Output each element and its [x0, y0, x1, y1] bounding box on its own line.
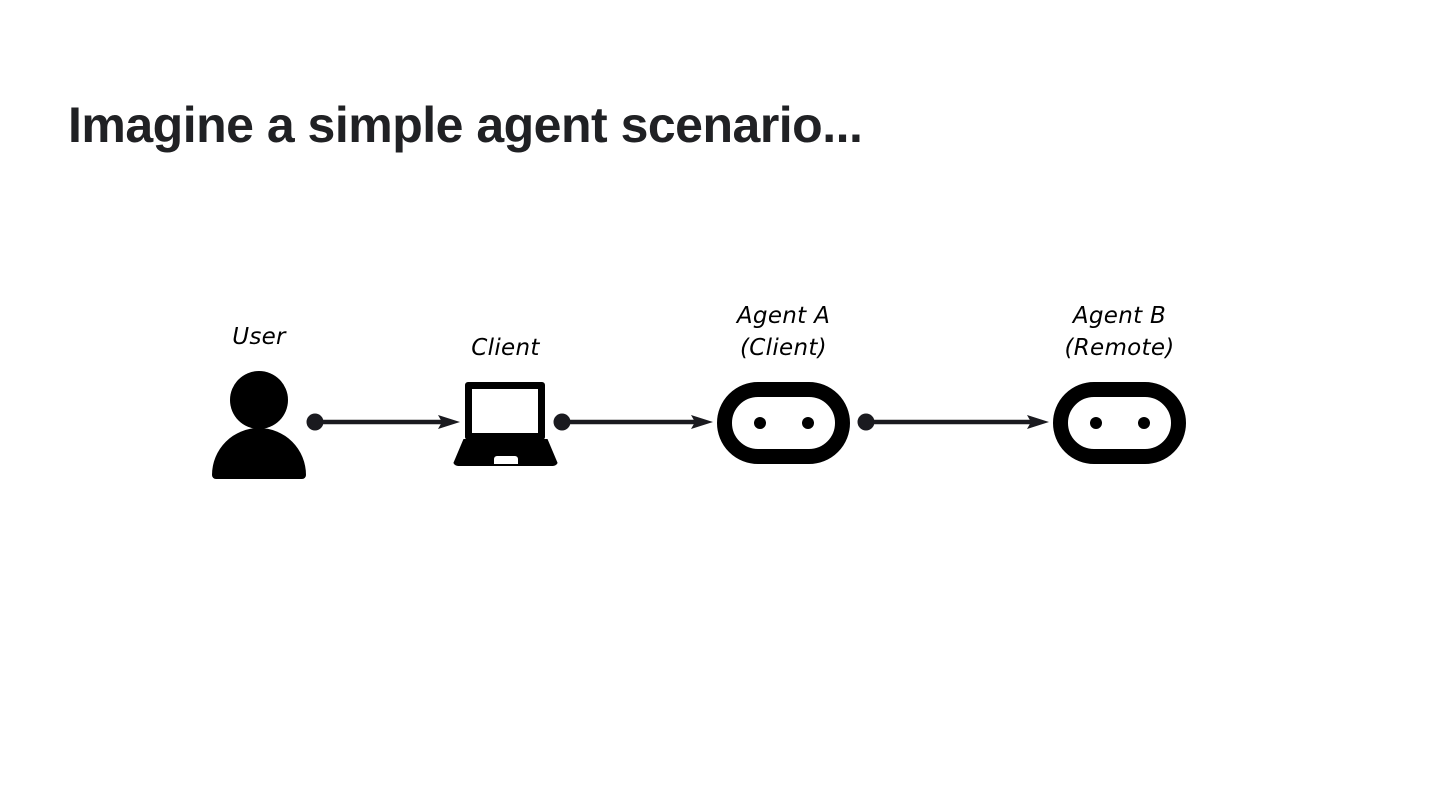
node-label-agent-b: Agent B (Remote) [1064, 300, 1174, 364]
diagram-node-client: Client [453, 335, 558, 466]
diagram-node-agent-b: Agent B (Remote) [1053, 303, 1186, 464]
robot-eye-right [801, 417, 814, 429]
laptop-screen-shape [465, 382, 545, 440]
arrow-user-to-client [306, 413, 460, 431]
robot-eye-left [753, 417, 766, 429]
robot-icon [1053, 382, 1186, 464]
node-label-client: Client [471, 332, 539, 364]
arrow-agent-a-to-agent-b [857, 413, 1049, 431]
robot-icon [717, 382, 850, 464]
laptop-trackpad-shape [493, 456, 518, 464]
node-label-agent-a-line1: Agent A [736, 303, 831, 329]
node-label-user-line1: User [232, 324, 286, 350]
arrow-client-to-agent-a [553, 413, 713, 431]
node-label-agent-b-line2: (Remote) [1064, 335, 1175, 361]
diagram-node-agent-a: Agent A (Client) [717, 303, 850, 464]
node-label-user: User [232, 321, 286, 353]
node-label-agent-a-line2: (Client) [740, 335, 827, 361]
robot-eye-right [1137, 417, 1150, 429]
person-body-shape [212, 428, 306, 479]
node-label-client-line1: Client [471, 335, 540, 361]
diagram-node-user: User [212, 324, 306, 479]
person-head-shape [230, 371, 288, 429]
robot-eye-left [1089, 417, 1102, 429]
node-label-agent-a: Agent A (Client) [737, 300, 830, 364]
page-title: Imagine a simple agent scenario... [68, 97, 863, 153]
node-label-agent-b-line1: Agent B [1072, 303, 1167, 329]
